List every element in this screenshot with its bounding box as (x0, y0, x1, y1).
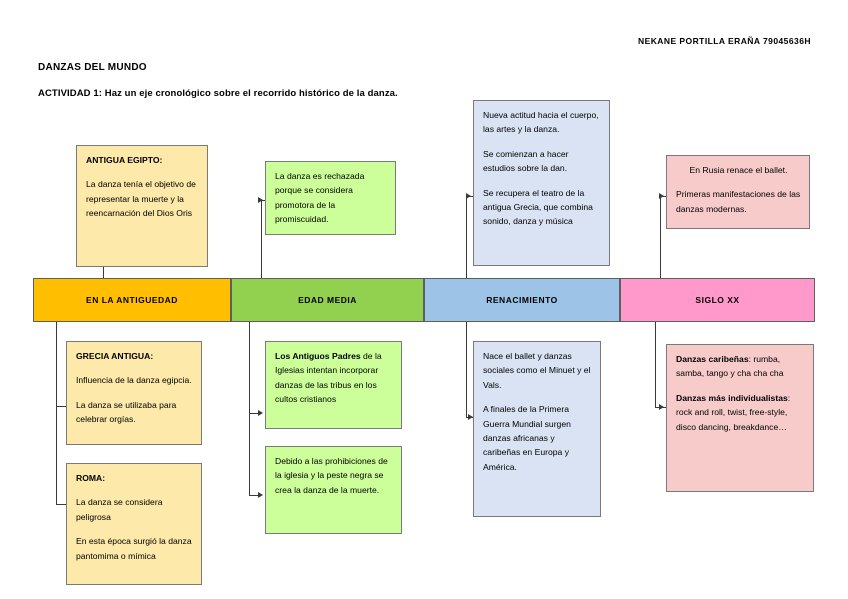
connector-siglo-low-vertical (655, 321, 656, 407)
note-siglo-xx-rusia[interactable]: En Rusia renace el ballet. Primeras mani… (666, 155, 810, 229)
connector-medieval-lower-vertical (249, 321, 250, 495)
arrowhead-renacimiento-top (466, 192, 471, 199)
note-paragraph-2: A finales de la Primera Guerra Mundial s… (483, 404, 571, 472)
note-body: Debido a las prohibiciones de la iglesia… (275, 456, 388, 495)
note-paragraph-1: La danza se considera peligrosa (76, 497, 163, 522)
timeline-segment-renacimiento[interactable]: RENACIMIENTO (424, 278, 620, 322)
arrowhead-medieval-low (258, 491, 263, 498)
note-body-text-2: : rock and roll, twist, free-style, disc… (676, 392, 791, 432)
note-heading: GRECIA ANTIGUA: (76, 351, 154, 361)
connector-siglo-top-vertical (660, 196, 661, 279)
note-heading: Los Antiguos Padres (275, 351, 361, 361)
timeline-segment-label: SIGLO XX (695, 295, 740, 305)
note-paragraph-2: La danza se utilizaba para celebrar orgí… (76, 399, 177, 425)
timeline-segment-label: EN LA ANTIGUEDAD (86, 295, 178, 305)
note-heading-2: Danzas más individualistas (676, 392, 788, 403)
note-paragraph-1: En Rusia renace el ballet. (689, 165, 788, 175)
page-title: DANZAS DEL MUNDO (38, 62, 147, 73)
note-body: La danza es rechazada porque se consider… (275, 171, 365, 225)
note-antigua-egipto[interactable]: ANTIGUA EGIPTO: La danza tenía el objeti… (76, 145, 208, 267)
timeline-segment-label: RENACIMIENTO (486, 295, 558, 305)
activity-subtitle: ACTIVIDAD 1: Haz un eje cronológico sobr… (38, 88, 398, 99)
student-name-header: NEKANE PORTILLA ERAÑA 79045636H (638, 36, 811, 46)
note-paragraph-3: Se recupera el teatro de la antigua Grec… (483, 187, 593, 227)
timeline-segment-label: EDAD MEDIA (298, 295, 357, 305)
note-paragraph-1: Nueva actitud hacia el cuerpo, las artes… (483, 110, 599, 135)
connector-grecia-horizontal (56, 406, 70, 407)
note-paragraph-1: Danzas caribeñas: rumba, samba, tango y … (676, 352, 805, 381)
note-roma[interactable]: ROMA: La danza se considera peligrosa En… (66, 463, 202, 585)
note-body: La danza tenía el objetivo de representa… (86, 179, 196, 219)
note-paragraph-2: Se comienzan a hacer estudios sobre la d… (483, 148, 569, 174)
note-siglo-xx-danzas[interactable]: Danzas caribeñas: rumba, samba, tango y … (666, 344, 814, 492)
note-paragraph-2: Primeras manifestaciones de las danzas m… (676, 189, 801, 214)
note-paragraph-2: En esta época surgió la danza pantomima … (76, 536, 192, 561)
connector-medieval-top-horizontal (261, 200, 266, 201)
note-paragraph-1: Influencia de la danza egipcia. (76, 375, 192, 386)
connector-medieval-top-vertical (261, 200, 262, 279)
note-paragraph-2: Danzas más individualistas: rock and rol… (676, 391, 805, 434)
arrowhead-siglo-top (659, 192, 664, 199)
arrowhead-medieval-top (258, 196, 263, 203)
connector-medieval-low-horizontal (249, 495, 261, 496)
timeline-segment-edad-media[interactable]: EDAD MEDIA (231, 278, 424, 322)
connector-left-lower-vertical (56, 321, 57, 504)
note-grecia-antigua[interactable]: GRECIA ANTIGUA: Influencia de la danza e… (66, 341, 202, 445)
note-edad-media-padres[interactable]: Los Antiguos Padres de la Iglesias inten… (265, 341, 402, 429)
note-body: Los Antiguos Padres de la Iglesias inten… (275, 349, 393, 407)
note-body-text: de la Iglesias intentan incorporar danza… (275, 351, 382, 405)
arrowhead-siglo-low (659, 403, 664, 410)
connector-medieval-mid-horizontal (249, 413, 261, 414)
connector-renacimiento-low-vertical (466, 321, 467, 417)
timeline-segment-siglo-xx[interactable]: SIGLO XX (620, 278, 815, 322)
note-renacimiento-ballet[interactable]: Nace el ballet y danzas sociales como el… (473, 341, 601, 517)
connector-roma-horizontal (56, 504, 70, 505)
note-renacimiento-actitud[interactable]: Nueva actitud hacia el cuerpo, las artes… (473, 100, 610, 266)
arrowhead-medieval-mid (258, 409, 263, 416)
note-edad-media-peste[interactable]: Debido a las prohibiciones de la iglesia… (265, 446, 402, 534)
note-paragraph-1: Nace el ballet y danzas sociales como el… (483, 351, 591, 390)
connector-renacimiento-top-vertical (466, 196, 467, 279)
arrowhead-renacimiento-low (468, 413, 473, 420)
timeline-segment-antiguedad[interactable]: EN LA ANTIGUEDAD (33, 278, 231, 322)
note-body-text-1: : rumba, samba, tango y cha cha cha (676, 354, 784, 379)
note-heading-1: Danzas caribeñas (676, 354, 749, 364)
note-heading: ANTIGUA EGIPTO: (86, 155, 163, 165)
note-heading: ROMA: (76, 473, 106, 483)
note-edad-media-rechazo[interactable]: La danza es rechazada porque se consider… (265, 161, 396, 235)
